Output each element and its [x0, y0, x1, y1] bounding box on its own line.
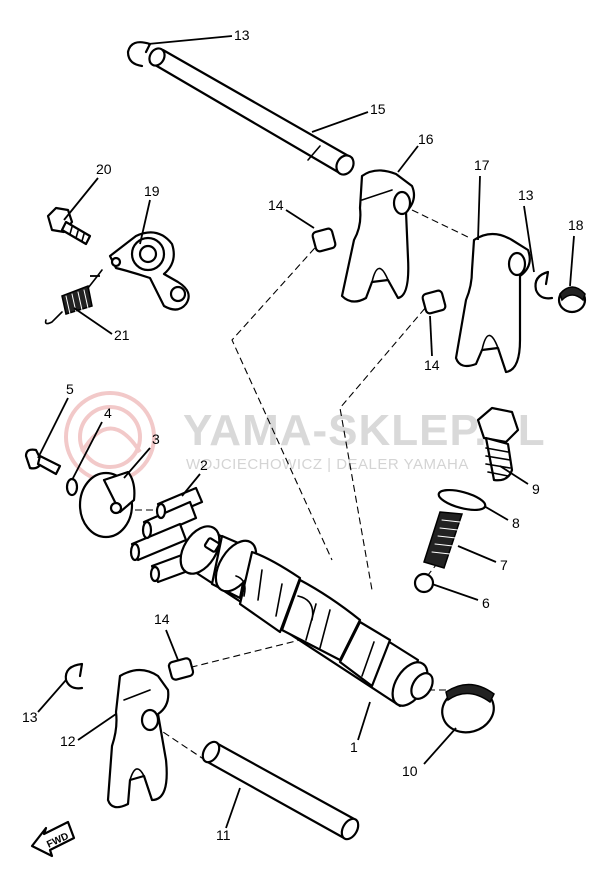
callout-9: 9: [532, 481, 540, 497]
callout-14-top: 14: [268, 197, 284, 213]
callout-19: 19: [144, 183, 160, 199]
callout-4: 4: [104, 405, 112, 421]
washer-4: [65, 477, 79, 497]
leader-lines: [37, 35, 575, 829]
segment-plate-3: [78, 470, 136, 539]
callout-17: 17: [474, 157, 490, 173]
watermark-subtitle: WOJCIECHOWICZ | DEALER YAMAHA: [186, 456, 469, 473]
guide-pin-14-right: [421, 289, 447, 315]
callout-14-right: 14: [424, 357, 440, 373]
circlip-13-right: [534, 270, 554, 300]
callout-1: 1: [350, 739, 358, 755]
assembly-guides: [135, 209, 471, 761]
callout-21: 21: [114, 327, 130, 343]
bolt-9: [476, 406, 520, 482]
pins-2: [129, 486, 204, 584]
callout-11: 11: [216, 827, 231, 843]
circlip-13-lower: [64, 662, 84, 690]
callout-6: 6: [482, 595, 490, 611]
spring-7: [423, 511, 464, 569]
shaft-11: [201, 740, 360, 841]
guide-pin-14-bottom: [167, 657, 195, 681]
callout-15: 15: [370, 101, 386, 117]
watermark: YAMA-SKLEP.PL WOJCIECHOWICZ | DEALER YAM…: [64, 391, 545, 483]
bolt-20: [46, 206, 92, 246]
callout-18: 18: [568, 217, 584, 233]
callout-5: 5: [66, 381, 74, 397]
shift-fork-17: [454, 232, 531, 374]
cap-18: [557, 286, 587, 314]
callout-10: 10: [402, 763, 418, 779]
stopper-lever-19: [108, 231, 190, 311]
callout-2: 2: [200, 457, 208, 473]
plug-10: [441, 683, 495, 734]
callouts: 13 15 16 14 17 13 18 14 20 19 21 5 4 3 2…: [22, 27, 584, 843]
callout-12: 12: [60, 733, 76, 749]
callout-13-right: 13: [518, 187, 534, 203]
forward-arrow: FWD: [30, 820, 76, 858]
screw-5: [24, 448, 62, 476]
callout-3: 3: [152, 431, 160, 447]
callout-14-bottom: 14: [154, 611, 170, 627]
ball-6: [413, 572, 435, 594]
gasket-8: [437, 488, 487, 512]
shift-fork-12: [106, 668, 170, 809]
callout-13-lower: 13: [22, 709, 38, 725]
spring-21: [44, 269, 103, 325]
guide-pin-14-top: [311, 227, 337, 253]
shift-fork-shaft-15: [148, 47, 355, 176]
shift-fork-16: [340, 169, 416, 303]
callout-20: 20: [96, 161, 112, 177]
callout-16: 16: [418, 131, 434, 147]
circlip-13-top: [126, 41, 152, 68]
shift-drum-1: [179, 525, 434, 708]
callout-8: 8: [512, 515, 520, 531]
callout-7: 7: [500, 557, 508, 573]
callout-13-top: 13: [234, 27, 250, 43]
